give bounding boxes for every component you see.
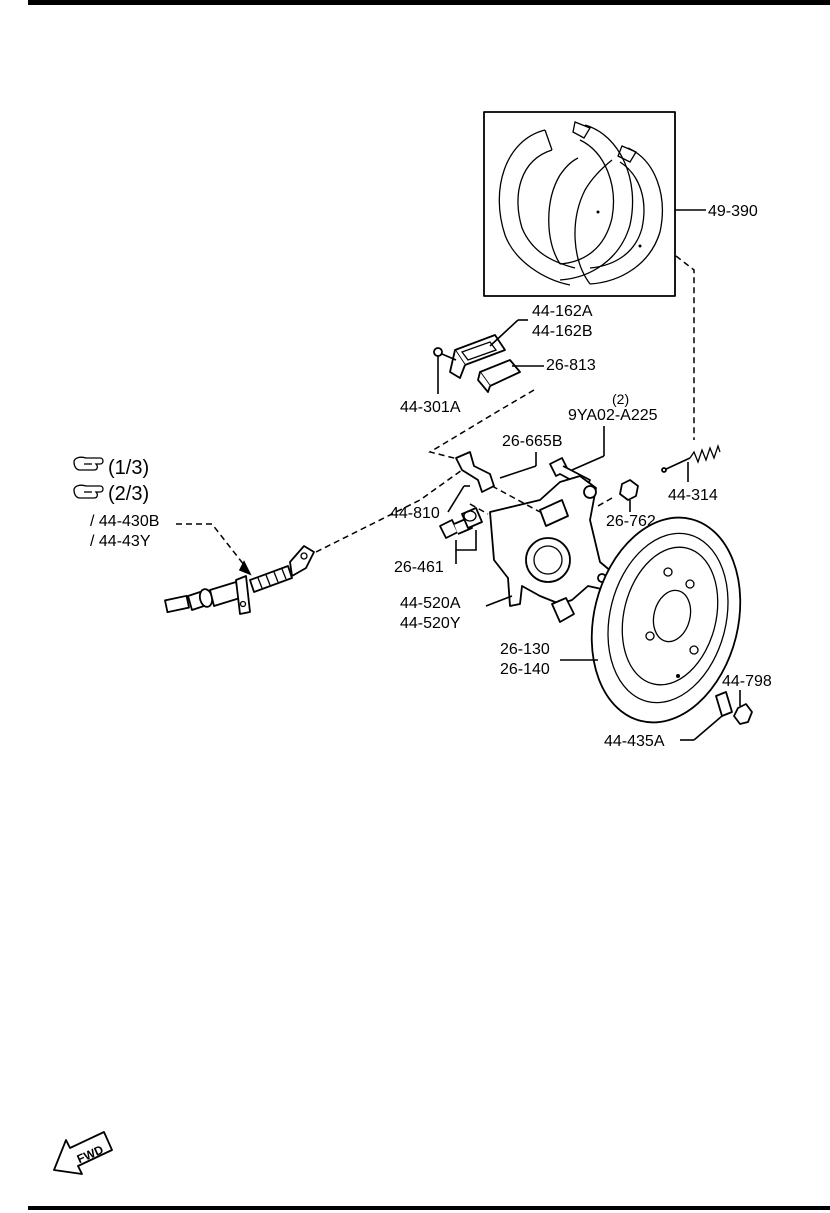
label-spring-clip: 26-665B bbox=[502, 433, 563, 450]
label-lever: 44-810 bbox=[390, 505, 440, 522]
label-screw-301a: 44-301A bbox=[400, 399, 461, 416]
top-rule bbox=[28, 0, 830, 5]
shim[interactable] bbox=[477, 359, 521, 393]
label-bracket-a: 44-520A bbox=[400, 595, 461, 612]
return-spring[interactable] bbox=[661, 443, 721, 473]
label-bracket-y: 44-520Y bbox=[400, 615, 461, 632]
label-bolt: 9YA02-A225 bbox=[568, 407, 658, 424]
adjuster-sleeve[interactable] bbox=[461, 507, 483, 529]
label-cable-y: / 44-43Y bbox=[90, 533, 151, 550]
screw-301a[interactable] bbox=[433, 347, 457, 361]
dust-shield[interactable] bbox=[571, 502, 761, 739]
pointing-hand-icon[interactable] bbox=[73, 484, 104, 499]
label-shoe-kit: 49-390 bbox=[708, 203, 758, 220]
brake-pad[interactable] bbox=[449, 334, 506, 379]
bottom-rule bbox=[28, 1206, 830, 1210]
spring-clip[interactable] bbox=[455, 451, 495, 493]
ref-two-of-three[interactable]: (2/3) bbox=[108, 483, 149, 505]
label-pad-b: 44-162B bbox=[532, 323, 593, 340]
label-adjuster: 26-461 bbox=[394, 559, 444, 576]
caliper-bracket[interactable] bbox=[489, 475, 613, 623]
parking-brake-cable[interactable] bbox=[164, 545, 315, 615]
bolt-798[interactable] bbox=[733, 703, 753, 725]
label-spring: 44-314 bbox=[668, 487, 718, 504]
label-shim: 26-813 bbox=[546, 357, 596, 374]
label-plate-140: 26-140 bbox=[500, 661, 550, 678]
label-pad-a: 44-162A bbox=[532, 303, 593, 320]
label-qty: (2) bbox=[612, 391, 629, 407]
label-plate-130: 26-130 bbox=[500, 641, 550, 658]
label-clip-435a: 44-435A bbox=[604, 733, 665, 750]
label-cable-b: / 44-430B bbox=[90, 513, 159, 530]
brake-shoe-kit[interactable] bbox=[483, 111, 676, 297]
clip-435a[interactable] bbox=[715, 691, 733, 717]
fwd-arrow-icon: FWD bbox=[53, 1131, 113, 1175]
label-bolt-798: 44-798 bbox=[722, 673, 772, 690]
ref-one-of-three[interactable]: (1/3) bbox=[108, 457, 149, 479]
pointing-hand-icon[interactable] bbox=[73, 456, 104, 471]
nut-26-762[interactable] bbox=[619, 479, 639, 501]
label-nut: 26-762 bbox=[606, 513, 656, 530]
